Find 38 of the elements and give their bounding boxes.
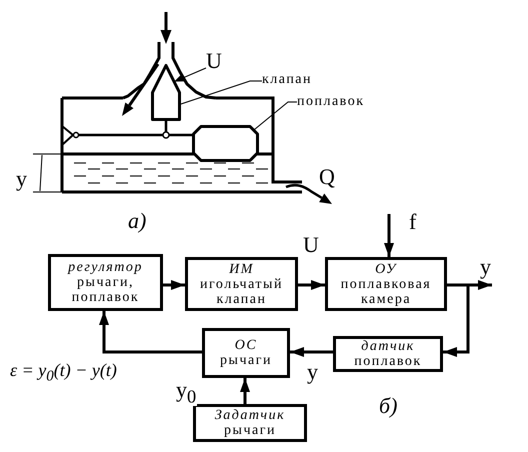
leader-arrow bbox=[174, 68, 206, 82]
block-text: поплавок bbox=[354, 354, 422, 369]
arrow bbox=[240, 378, 250, 404]
block-text: игольчатый клапан bbox=[199, 276, 284, 306]
process-box bbox=[48, 254, 163, 311]
block-title: регулятор bbox=[68, 260, 143, 275]
block-title: датчик bbox=[361, 339, 415, 354]
arrow bbox=[99, 311, 202, 354]
arrow bbox=[298, 280, 325, 290]
process-box bbox=[202, 328, 290, 378]
block-text: рычаги bbox=[224, 423, 276, 438]
flow-label: Q bbox=[319, 166, 335, 188]
block-text: рычаги, поплавок bbox=[70, 275, 140, 305]
block-title: ОУ bbox=[375, 262, 397, 276]
float bbox=[192, 125, 259, 162]
leader-line bbox=[253, 102, 298, 131]
needle-valve bbox=[151, 64, 181, 121]
signal-label: U bbox=[206, 50, 222, 72]
figure-caption: а) bbox=[128, 210, 146, 232]
process-box bbox=[185, 257, 298, 311]
block-text: рычаги bbox=[220, 353, 272, 368]
part-label: поплавок bbox=[297, 95, 365, 109]
block-text: поплавковая камера bbox=[340, 276, 432, 306]
arrow bbox=[163, 280, 185, 290]
formula: ε = y$_{0}$(t) − y(t) bbox=[10, 361, 117, 385]
block-title: Задатчик bbox=[214, 408, 286, 423]
arrow bbox=[384, 214, 394, 257]
process-box bbox=[333, 336, 443, 372]
part-label: клапан bbox=[262, 73, 312, 87]
process-box bbox=[193, 404, 307, 442]
arrow bbox=[443, 284, 470, 357]
dimension-label: y bbox=[16, 168, 27, 190]
leader-line bbox=[180, 80, 262, 104]
block-title: ОС bbox=[234, 338, 258, 353]
process-box bbox=[325, 257, 447, 311]
block-title: ИМ bbox=[229, 262, 254, 276]
arrow bbox=[290, 347, 333, 357]
figure-caption: б) bbox=[379, 395, 398, 417]
